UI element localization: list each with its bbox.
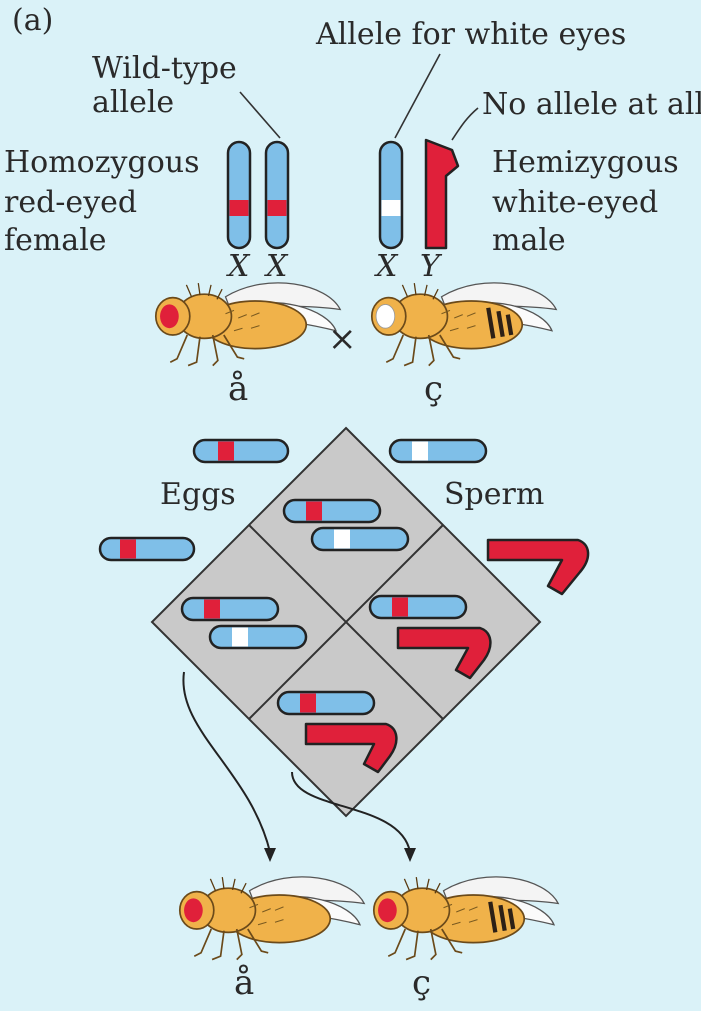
female-x-chromosome-2: [266, 142, 288, 248]
white-allele-label: Allele for white eyes: [315, 17, 626, 52]
panel-label: (a): [12, 3, 53, 38]
female-x-chromosome-1: [228, 142, 250, 248]
male-offspring-fly: [374, 877, 558, 960]
chromosome-label-y: Y: [420, 249, 443, 284]
female-offspring-fly: [180, 877, 364, 960]
chromosome-label-x3: X: [374, 249, 399, 284]
wild-type-leader-line: [240, 92, 280, 138]
sperm-label: Sperm: [444, 477, 544, 512]
arrow-head-female: [264, 848, 276, 862]
egg-gamete-left: [100, 538, 194, 560]
no-allele-leader-line: [452, 108, 478, 140]
male-label-line3: male: [492, 223, 566, 258]
cross-symbol: ×: [328, 319, 357, 359]
male-offspring-sex-symbol: ç: [412, 963, 431, 1003]
chromosome-label-x2: X: [264, 249, 289, 284]
female-parent-fly: [156, 283, 340, 366]
female-offspring-sex-symbol: å: [234, 963, 254, 1003]
female-parent-sex-symbol: å: [228, 369, 248, 409]
wild-type-label-line2: allele: [92, 85, 174, 120]
sperm-gamete-x: [390, 440, 486, 462]
female-label-line1: Homozygous: [4, 145, 199, 180]
male-parent-fly: [372, 283, 556, 366]
chromosome-label-x1: X: [226, 249, 251, 284]
white-allele-leader-line: [395, 54, 440, 138]
male-parent-sex-symbol: ç: [424, 369, 443, 409]
male-label-line1: Hemizygous: [492, 145, 679, 180]
male-x-chromosome: [380, 142, 402, 248]
male-label-line2: white-eyed: [492, 185, 658, 220]
wild-type-label-line1: Wild-type: [92, 51, 237, 86]
no-allele-label: No allele at all: [482, 87, 701, 122]
arrow-head-male: [404, 848, 416, 862]
female-label-line3: female: [4, 223, 107, 258]
egg-gamete-top: [194, 440, 288, 462]
female-label-line2: red-eyed: [4, 185, 137, 220]
male-y-chromosome: [426, 140, 458, 248]
eggs-label: Eggs: [160, 477, 236, 512]
